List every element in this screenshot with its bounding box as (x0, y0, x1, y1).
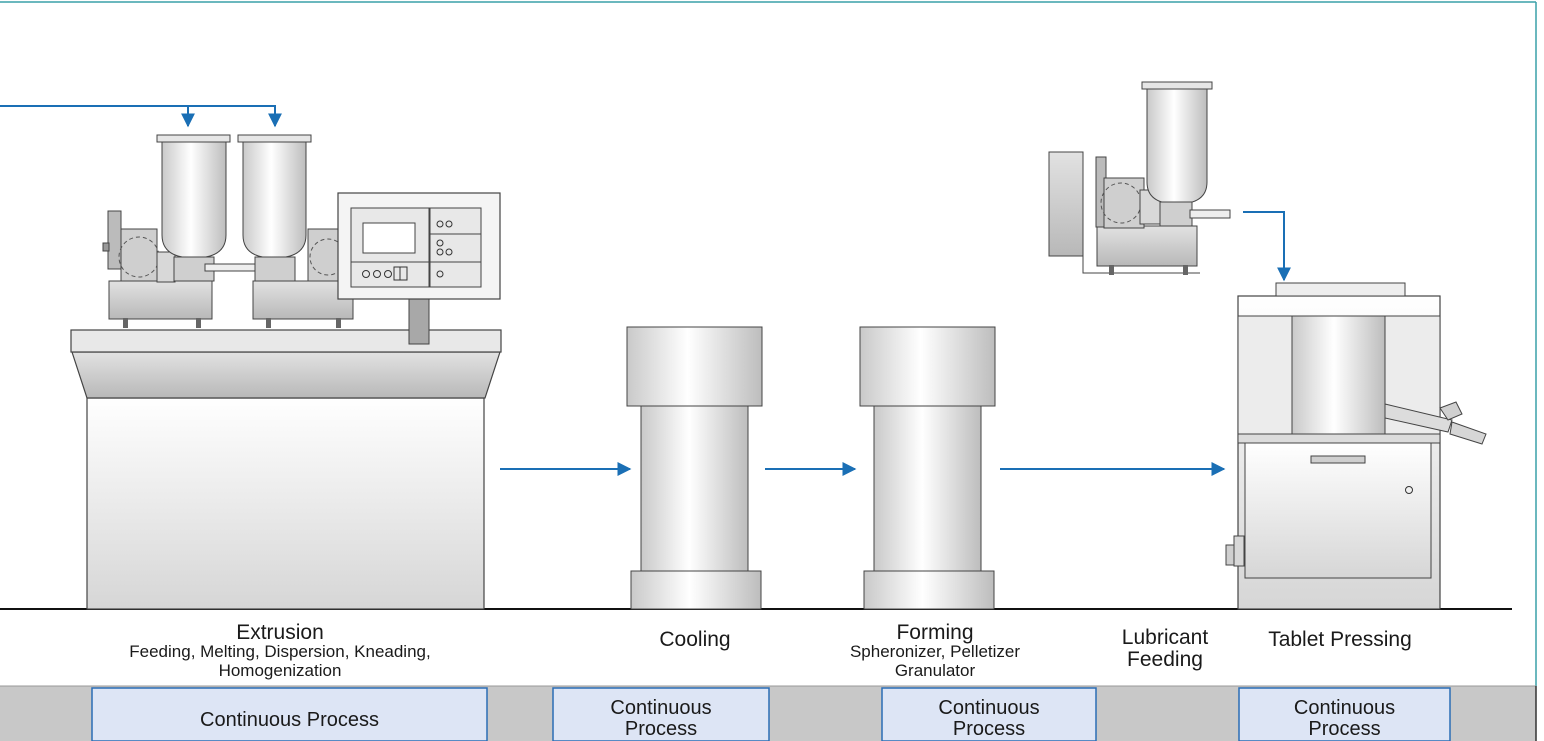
process-label-cooling-2: Process (624, 718, 698, 740)
control-panel (337, 192, 501, 345)
cooling-unit (626, 326, 763, 610)
lubricant-feeder (1048, 81, 1231, 275)
lubricant-arrow (1243, 211, 1291, 282)
cooling-title: Cooling (659, 628, 731, 651)
process-label-tablet-2: Process (1308, 718, 1381, 740)
feeder-right (237, 134, 354, 328)
forming-title: Forming (896, 621, 974, 644)
lubricant-line1: Lubricant (1121, 626, 1209, 649)
frame (0, 1, 1537, 686)
extrusion-sub2: Homogenization (218, 661, 342, 680)
lubricant-line2: Feeding (1127, 648, 1203, 671)
extrusion-sub1: Feeding, Melting, Dispersion, Kneading, (129, 642, 431, 661)
forming-sub1: Spheronizer, Pelletizer (849, 642, 1021, 661)
process-box-forming (881, 687, 1097, 741)
feed-line (0, 105, 282, 128)
forming-unit (859, 326, 996, 610)
process-label-forming-1: Continuous (938, 697, 1040, 719)
process-label-cooling-1: Continuous (610, 697, 712, 719)
process-label-forming-2: Process (952, 718, 1026, 740)
extrusion-title: Extrusion (236, 621, 324, 644)
tablet-title: Tablet Pressing (1268, 628, 1412, 651)
process-label-tablet-1: Continuous (1293, 697, 1396, 719)
process-box-cooling (552, 687, 770, 741)
process-box-extrusion (91, 687, 488, 741)
tablet-press (1225, 282, 1487, 610)
process-label-extrusion: Continuous Process (200, 709, 379, 731)
extruder-machine (70, 134, 502, 610)
feeder-left (102, 134, 256, 328)
forming-sub2: Granulator (894, 661, 976, 680)
process-box-tablet (1238, 687, 1451, 741)
